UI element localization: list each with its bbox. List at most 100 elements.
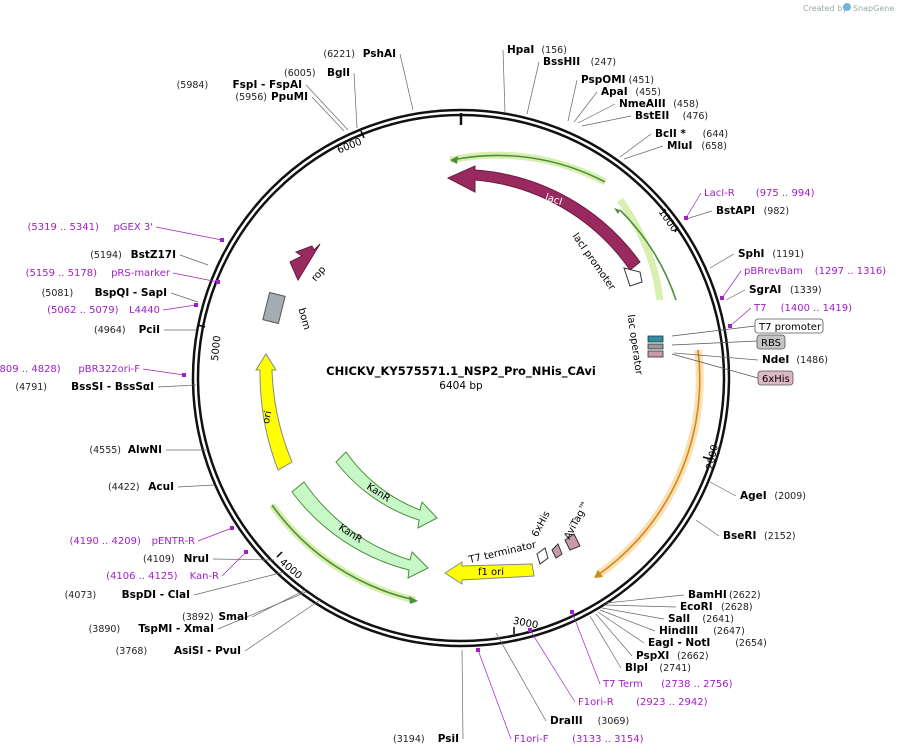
enzyme-name[interactable]: DraIII	[550, 715, 583, 727]
sixhis-box[interactable]	[757, 370, 794, 386]
enzyme-leader	[709, 253, 735, 269]
enzyme-position: (476)	[683, 111, 709, 122]
enzyme-leader	[623, 145, 664, 160]
tick-2000: 2000	[702, 444, 721, 471]
enzyme-name[interactable]: BspDI - ClaI	[122, 589, 190, 601]
enzyme-position: (4109)	[143, 554, 175, 565]
enzyme-name[interactable]: TspMI - XmaI	[138, 623, 214, 635]
primer-mark	[720, 296, 724, 300]
enzyme-position: (458)	[673, 99, 699, 110]
enzyme-name[interactable]: BstZ17I	[131, 249, 176, 261]
rbs-box[interactable]	[756, 334, 786, 350]
primer-name[interactable]: pRS-marker	[111, 268, 171, 279]
enzyme-name[interactable]: PspXI	[636, 650, 669, 662]
lacI-promoter-feature[interactable]	[623, 267, 643, 287]
primer-name[interactable]: T7	[753, 303, 766, 314]
enzyme-name[interactable]: SalI	[668, 613, 690, 625]
enzyme-position: (4422)	[108, 482, 140, 493]
kanr-feature-1[interactable]	[335, 451, 438, 529]
enzyme-name[interactable]: MluI	[667, 140, 692, 152]
main-orf-arc[interactable]	[597, 349, 701, 576]
lacI-orf-arc-halo	[617, 197, 664, 301]
primer-mark	[684, 216, 688, 220]
enzyme-name[interactable]: HpaI	[507, 44, 534, 56]
enzyme-name[interactable]: BamHI	[688, 589, 727, 601]
enzyme-name[interactable]: BssHII	[543, 56, 580, 68]
primer-mark	[728, 324, 732, 328]
primer-leader	[571, 611, 601, 685]
lacI-label: lacI	[544, 192, 564, 208]
t7-promoter-box[interactable]	[754, 318, 824, 334]
enzyme-name[interactable]: EcoRI	[680, 601, 713, 613]
enzyme-name[interactable]: EagI - NotI	[648, 637, 710, 649]
enzyme-position: (6221)	[323, 49, 355, 60]
primer-name[interactable]: pBRrevBam	[744, 266, 803, 277]
rop-feature[interactable]	[289, 243, 321, 282]
enzyme-name[interactable]: BspQI - SapI	[95, 287, 167, 299]
enzyme-name[interactable]: PspOMI	[581, 74, 626, 86]
primer-name[interactable]: T7 Term	[602, 679, 643, 690]
enzyme-name[interactable]: NdeI	[762, 354, 789, 366]
ori-feature[interactable]	[255, 353, 293, 471]
enzyme-position: (4791)	[15, 382, 47, 393]
enzyme-leader	[695, 519, 720, 537]
enzyme-name[interactable]: SmaI	[219, 611, 249, 623]
primer-name[interactable]: LacI-R	[704, 188, 735, 199]
enzyme-position: (1486)	[796, 355, 828, 366]
enzyme-name[interactable]: NmeAIII	[619, 98, 666, 110]
enzyme-name[interactable]: NruI	[184, 553, 209, 565]
primer-name[interactable]: pBR322ori-F	[78, 364, 140, 375]
enzyme-leader	[601, 607, 665, 620]
enzyme-name[interactable]: BglI	[327, 67, 350, 79]
enzyme-name[interactable]: PsiI	[438, 733, 459, 745]
enzyme-name[interactable]: SgrAI	[749, 284, 781, 296]
enzyme-leader	[685, 210, 713, 220]
t7-terminator-glyph	[536, 547, 549, 565]
primer-name[interactable]: pENTR-R	[152, 536, 195, 547]
enzyme-name[interactable]: BstEII	[635, 110, 669, 122]
enzyme-name[interactable]: ApaI	[601, 86, 628, 98]
enzyme-name[interactable]: AlwNI	[128, 444, 162, 456]
enzyme-name[interactable]: BssSI - BssSαI	[71, 381, 154, 393]
enzyme-name[interactable]: SphI	[738, 248, 764, 260]
primer-name[interactable]: Kan-R	[190, 571, 219, 582]
primer-name[interactable]: F1ori-R	[578, 697, 614, 708]
site-labels: PshAI(6221)BglI(6005)FspI - FspAI(5984)P…	[0, 44, 886, 745]
f1-ori-feature[interactable]	[444, 561, 535, 585]
enzyme-name[interactable]: HindIII	[659, 625, 698, 637]
kanr-feature-2[interactable]	[291, 481, 429, 579]
bom-feature[interactable]	[262, 291, 286, 325]
primer-leader	[162, 304, 197, 311]
tick-3000: 3000	[512, 616, 539, 634]
lacI-feature[interactable]	[446, 165, 641, 271]
enzyme-name[interactable]: BseRI	[723, 530, 756, 542]
enzyme-name[interactable]: AsiSI - PvuI	[174, 645, 241, 657]
t7-terminator-label: T7 terminator	[467, 540, 538, 567]
enzyme-name[interactable]: PshAI	[363, 48, 396, 60]
enzyme-name[interactable]: FspI - FspAI	[233, 79, 303, 91]
enzyme-leader	[567, 79, 578, 122]
primer-leader	[172, 272, 219, 283]
enzyme-name[interactable]: AcuI	[148, 481, 174, 493]
enzyme-position: (3768)	[116, 646, 148, 657]
enzyme-name[interactable]: PpuMI	[271, 91, 308, 103]
primer-range: (975 .. 994)	[756, 188, 815, 199]
enzyme-name[interactable]: BlpI	[625, 662, 648, 674]
kanr-orf-arc	[271, 504, 416, 601]
enzyme-name[interactable]: AgeI	[740, 490, 767, 502]
enzyme-position: (5081)	[42, 288, 74, 299]
enzyme-position: (1339)	[790, 285, 822, 296]
enzyme-leader	[502, 49, 506, 114]
enzyme-position: (2662)	[677, 651, 709, 662]
enzyme-name[interactable]: PciI	[139, 324, 160, 336]
primer-name[interactable]: L4440	[129, 305, 160, 316]
primer-name[interactable]: pGEX 3'	[113, 222, 153, 233]
enzyme-position: (2009)	[774, 491, 806, 502]
primer-name[interactable]: F1ori-F	[514, 734, 549, 745]
lacI-orf-arrowhead-right	[614, 208, 620, 214]
enzyme-name[interactable]: BstAPI	[716, 205, 755, 217]
enzyme-name[interactable]: BclI *	[655, 128, 686, 140]
sixhis-c-glyph	[551, 543, 563, 559]
primer-leader	[721, 270, 742, 299]
